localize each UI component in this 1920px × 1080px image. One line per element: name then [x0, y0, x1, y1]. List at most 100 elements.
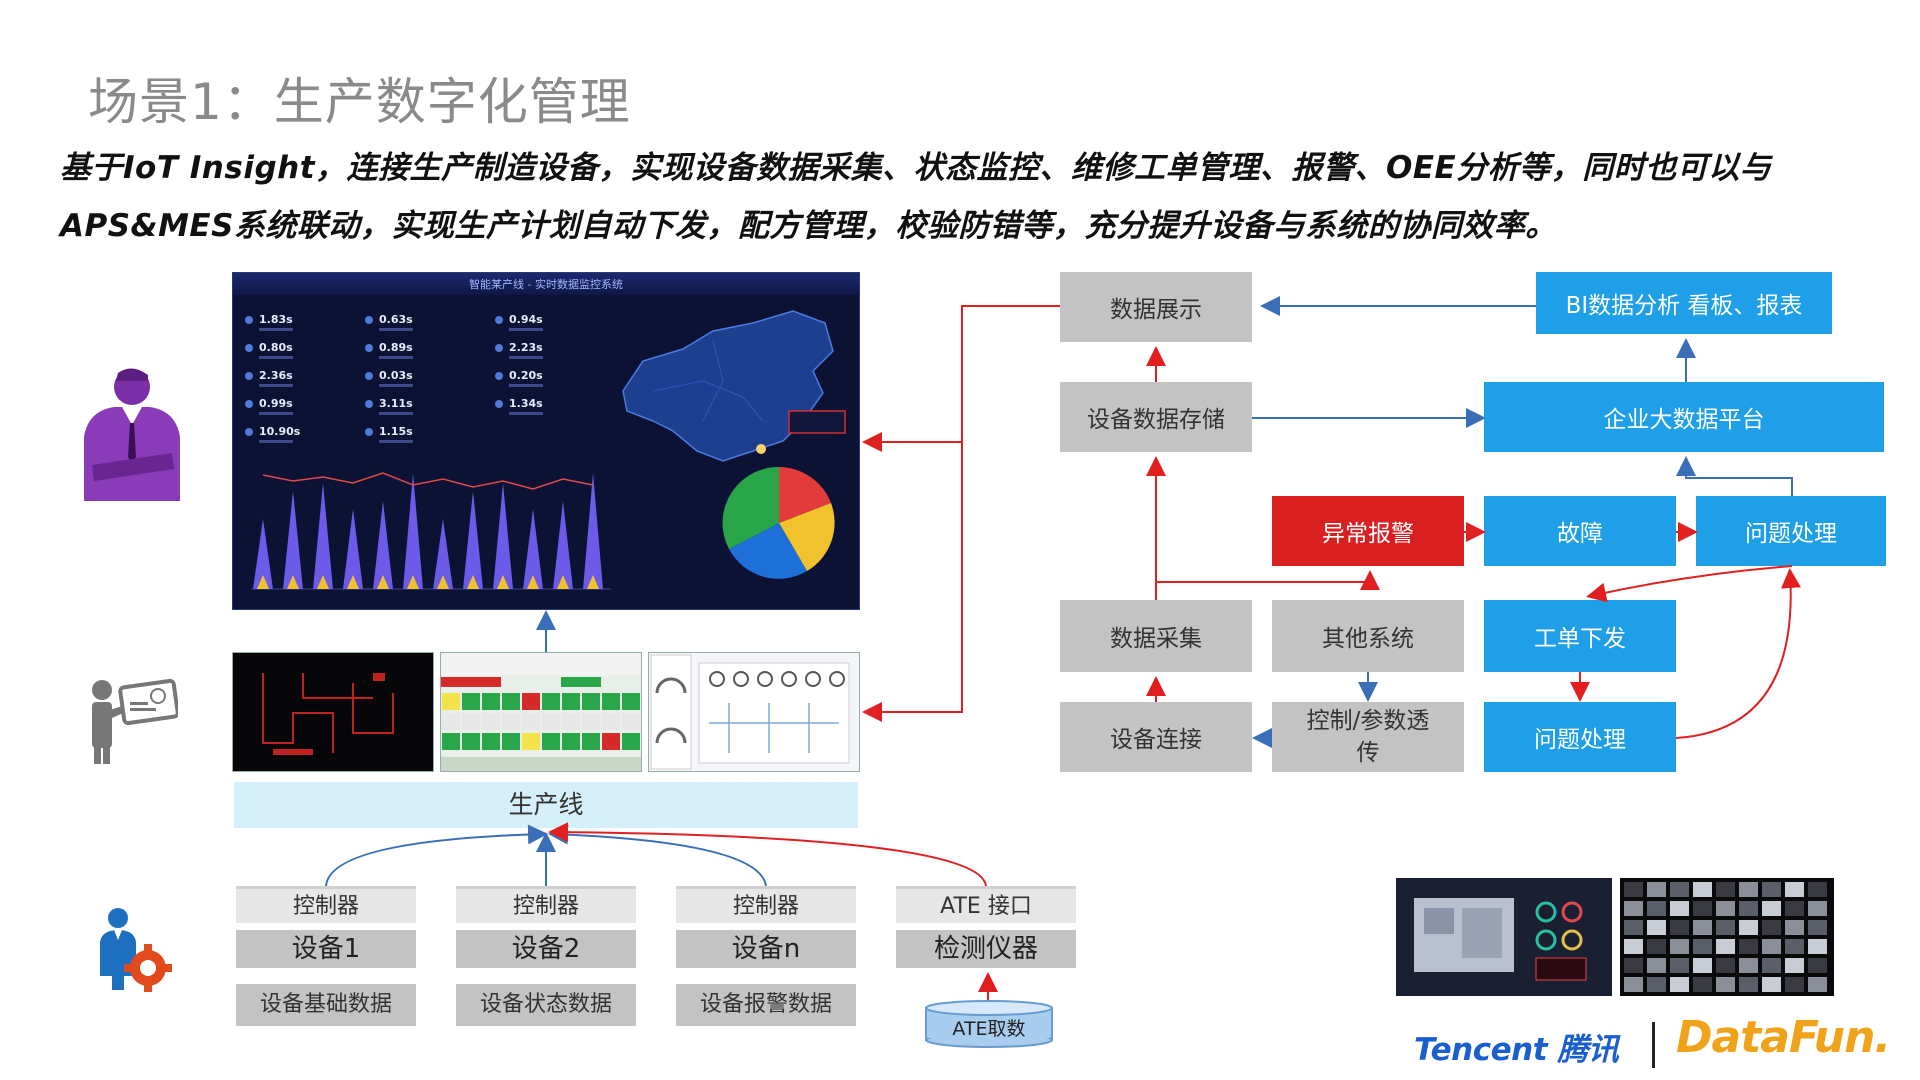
grid-tile: [1670, 882, 1689, 897]
grid-tile: [1808, 939, 1827, 954]
table-cell: [522, 693, 540, 710]
data-collection-box: 数据采集: [1060, 600, 1252, 672]
grid-tile: [1808, 882, 1827, 897]
gauge-dial: [757, 671, 773, 687]
device-alarm-data: 设备报警数据: [676, 984, 856, 1026]
cone-base-mark: [587, 575, 599, 589]
cone-base-mark: [497, 575, 509, 589]
grid-tile: [1670, 977, 1689, 992]
metric-value: 1.15s: [365, 425, 413, 443]
grid-tile: [1739, 977, 1758, 992]
device-2-controller: 控制器: [456, 886, 636, 923]
grid-tile: [1693, 977, 1712, 992]
grid-tile: [1647, 977, 1666, 992]
grid-tile: [1647, 901, 1666, 916]
grid-tile: [1785, 901, 1804, 916]
table-cell: [442, 733, 460, 750]
grid-tile: [1739, 958, 1758, 973]
grid-tile: [1670, 958, 1689, 973]
table-cell: [502, 713, 520, 730]
cone-mark: [373, 501, 393, 589]
monitoring-dashboard: 智能某产线 - 实时数据监控系统 1.83s 0.63s 0.94s 0.80s…: [232, 272, 860, 610]
equipment-3d-thumbnail: [1396, 878, 1612, 996]
cone-base-mark: [287, 575, 299, 589]
table-cell: [562, 733, 580, 750]
grid-tile: [1762, 939, 1781, 954]
table-cell: [602, 733, 620, 750]
grid-tile: [1762, 920, 1781, 935]
andon-table-screen: [440, 652, 642, 772]
table-cell: [602, 713, 620, 730]
grid-tile: [1693, 920, 1712, 935]
grid-tile: [1716, 920, 1735, 935]
dashboard-title: 智能某产线 - 实时数据监控系统: [469, 278, 623, 291]
grid-tile: [1762, 958, 1781, 973]
work-order-dispatch-box: 工单下发: [1484, 600, 1676, 672]
test-instrument: 检测仪器: [896, 930, 1076, 968]
table-cell: [542, 713, 560, 730]
metric-value: 2.23s: [495, 341, 543, 359]
grid-tile: [1739, 939, 1758, 954]
grid-tile: [1647, 939, 1666, 954]
cone-mark: [403, 473, 423, 589]
grid-tile: [1670, 920, 1689, 935]
metric-value: 0.80s: [245, 341, 293, 359]
ate-interface: ATE 接口: [896, 886, 1076, 923]
grid-tile: [1693, 958, 1712, 973]
grid-tile: [1739, 920, 1758, 935]
grid-tile: [1624, 920, 1643, 935]
scada-screen: [232, 652, 434, 772]
grid-tile: [1739, 882, 1758, 897]
table-cell: [502, 733, 520, 750]
grid-tile: [1762, 901, 1781, 916]
cone-mark: [283, 491, 303, 589]
subtitle-line-1: 基于IoT Insight，连接生产制造设备，实现设备数据采集、状态监控、维修工…: [60, 150, 1772, 186]
grid-tile: [1624, 901, 1643, 916]
control-params-passthrough-box: 控制/参数透传: [1272, 702, 1464, 772]
table-cell: [442, 693, 460, 710]
grid-tile: [1808, 977, 1827, 992]
cone-base-mark: [257, 575, 269, 589]
device-n-controller: 控制器: [676, 886, 856, 923]
fault-box: 故障: [1484, 496, 1676, 566]
production-cone-chart: [251, 472, 611, 590]
tencent-logo: Tencent 腾讯: [1414, 1032, 1619, 1068]
abnormal-alarm-box: 异常报警: [1272, 496, 1464, 566]
cone-base-mark: [317, 575, 329, 589]
device-2-name: 设备2: [456, 930, 636, 968]
data-display-box: 数据展示: [1060, 272, 1252, 342]
grid-tile: [1624, 882, 1643, 897]
metric-value: 1.34s: [495, 397, 543, 415]
cone-mark: [253, 519, 273, 589]
grid-tile: [1808, 958, 1827, 973]
grid-tile: [1716, 958, 1735, 973]
table-cell: [482, 713, 500, 730]
grid-tile: [1647, 920, 1666, 935]
table-cell: [542, 693, 560, 710]
gauge-dial: [781, 671, 797, 687]
grid-tile: [1762, 977, 1781, 992]
grid-tile: [1785, 882, 1804, 897]
table-cell: [522, 713, 540, 730]
grid-tile: [1647, 882, 1666, 897]
grid-tile: [1739, 901, 1758, 916]
cone-base-mark: [377, 575, 389, 589]
table-cell: [482, 733, 500, 750]
gauge-dial: [709, 671, 725, 687]
grid-tile: [1693, 901, 1712, 916]
table-cell: [582, 713, 600, 730]
grid-tile: [1693, 939, 1712, 954]
table-cell: [582, 733, 600, 750]
device-data-storage-box: 设备数据存储: [1060, 382, 1252, 452]
cone-base-mark: [347, 575, 359, 589]
issue-handling-top-box: 问题处理: [1696, 496, 1886, 566]
metric-value: 0.20s: [495, 369, 543, 387]
metric-value: 0.89s: [365, 341, 413, 359]
metric-value: 3.11s: [365, 397, 413, 415]
table-cell: [562, 693, 580, 710]
table-cell: [462, 693, 480, 710]
metric-value: 0.03s: [365, 369, 413, 387]
device-base-data: 设备基础数据: [236, 984, 416, 1026]
metric-value: 0.94s: [495, 313, 543, 331]
china-map-graphic: [622, 310, 846, 462]
